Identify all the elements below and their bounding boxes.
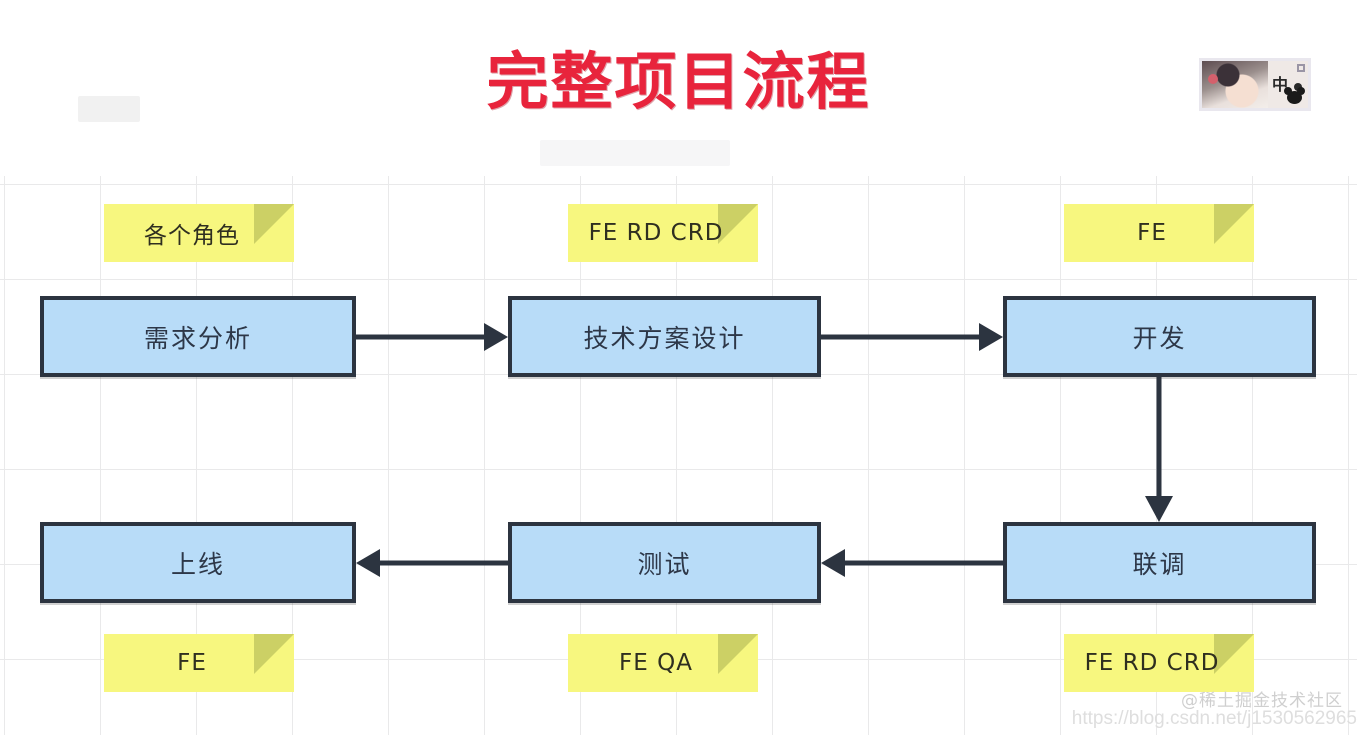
watermark-url: https://blog.csdn.net/j1530562965 — [1071, 708, 1357, 729]
arrow-shaft — [378, 560, 508, 566]
arrow-joint-debug-to-testing — [821, 548, 1003, 578]
watermark-community: @稀土掘金技术社区 — [1181, 691, 1343, 711]
diagram-canvas: 各个角色 FE RD CRD FE 需求分析 技术方案设计 开发 — [0, 176, 1357, 735]
sticky-fold-icon — [718, 634, 758, 674]
arrow-head-right-icon — [979, 323, 1003, 351]
sticky-fold-icon — [254, 634, 294, 674]
sticky-note-label: FE — [177, 650, 207, 676]
sticky-note-label: FE — [1137, 220, 1167, 246]
sticky-note-fe-dev: FE — [1064, 204, 1254, 262]
avatar-portrait-icon — [1202, 61, 1268, 108]
process-box-label: 技术方案设计 — [583, 323, 746, 353]
mouse-head-icon — [1284, 87, 1305, 104]
sticky-fold-icon — [1214, 204, 1254, 244]
sticky-note-fe-rd-crd-top: FE RD CRD — [568, 204, 758, 262]
page-title: 完整项目流程 — [486, 45, 871, 118]
arrow-head-left-icon — [821, 549, 845, 577]
process-box-label: 上线 — [170, 549, 225, 579]
process-box-label: 需求分析 — [143, 323, 252, 353]
arrow-development-to-joint-debug — [1144, 377, 1174, 522]
sticky-note-label: FE QA — [619, 650, 693, 676]
sticky-note-roles: 各个角色 — [104, 204, 294, 262]
sticky-note-fe-qa: FE QA — [568, 634, 758, 692]
sticky-fold-icon — [1214, 634, 1254, 674]
arrow-head-down-icon — [1145, 496, 1173, 522]
sticky-note-fe-rd-crd-bottom: FE RD CRD — [1064, 634, 1254, 692]
arrow-testing-to-launch — [356, 548, 508, 578]
sticky-note-label: FE RD CRD — [588, 220, 724, 246]
arrow-tech-design-to-development — [821, 322, 1003, 352]
arrow-head-left-icon — [356, 549, 380, 577]
process-box-tech-design[interactable]: 技术方案设计 — [508, 296, 821, 377]
sticky-fold-icon — [254, 204, 294, 244]
sticky-note-label: 各个角色 — [144, 223, 240, 249]
arrow-head-right-icon — [484, 323, 508, 351]
process-box-launch[interactable]: 上线 — [40, 522, 356, 603]
compression-artifact — [78, 96, 140, 122]
arrow-requirements-to-tech-design — [356, 322, 508, 352]
process-box-label: 测试 — [637, 549, 692, 579]
avatar-hairpin-icon — [1208, 74, 1218, 84]
arrow-shaft — [1156, 377, 1162, 498]
compression-artifact-secondary — [540, 140, 730, 166]
sticky-note-label: FE RD CRD — [1084, 650, 1220, 676]
process-box-testing[interactable]: 测试 — [508, 522, 821, 603]
arrow-shaft — [356, 334, 486, 340]
process-box-label: 联调 — [1132, 549, 1187, 579]
process-box-joint-debug[interactable]: 联调 — [1003, 522, 1316, 603]
sticky-note-fe-launch: FE — [104, 634, 294, 692]
corner-marker-icon — [1297, 64, 1305, 72]
process-box-requirements[interactable]: 需求分析 — [40, 296, 356, 377]
arrow-shaft — [821, 334, 981, 340]
avatar-badge: 中 — [1199, 58, 1311, 111]
sticky-fold-icon — [718, 204, 758, 244]
process-box-development[interactable]: 开发 — [1003, 296, 1316, 377]
arrow-shaft — [843, 560, 1003, 566]
process-box-label: 开发 — [1132, 323, 1187, 353]
